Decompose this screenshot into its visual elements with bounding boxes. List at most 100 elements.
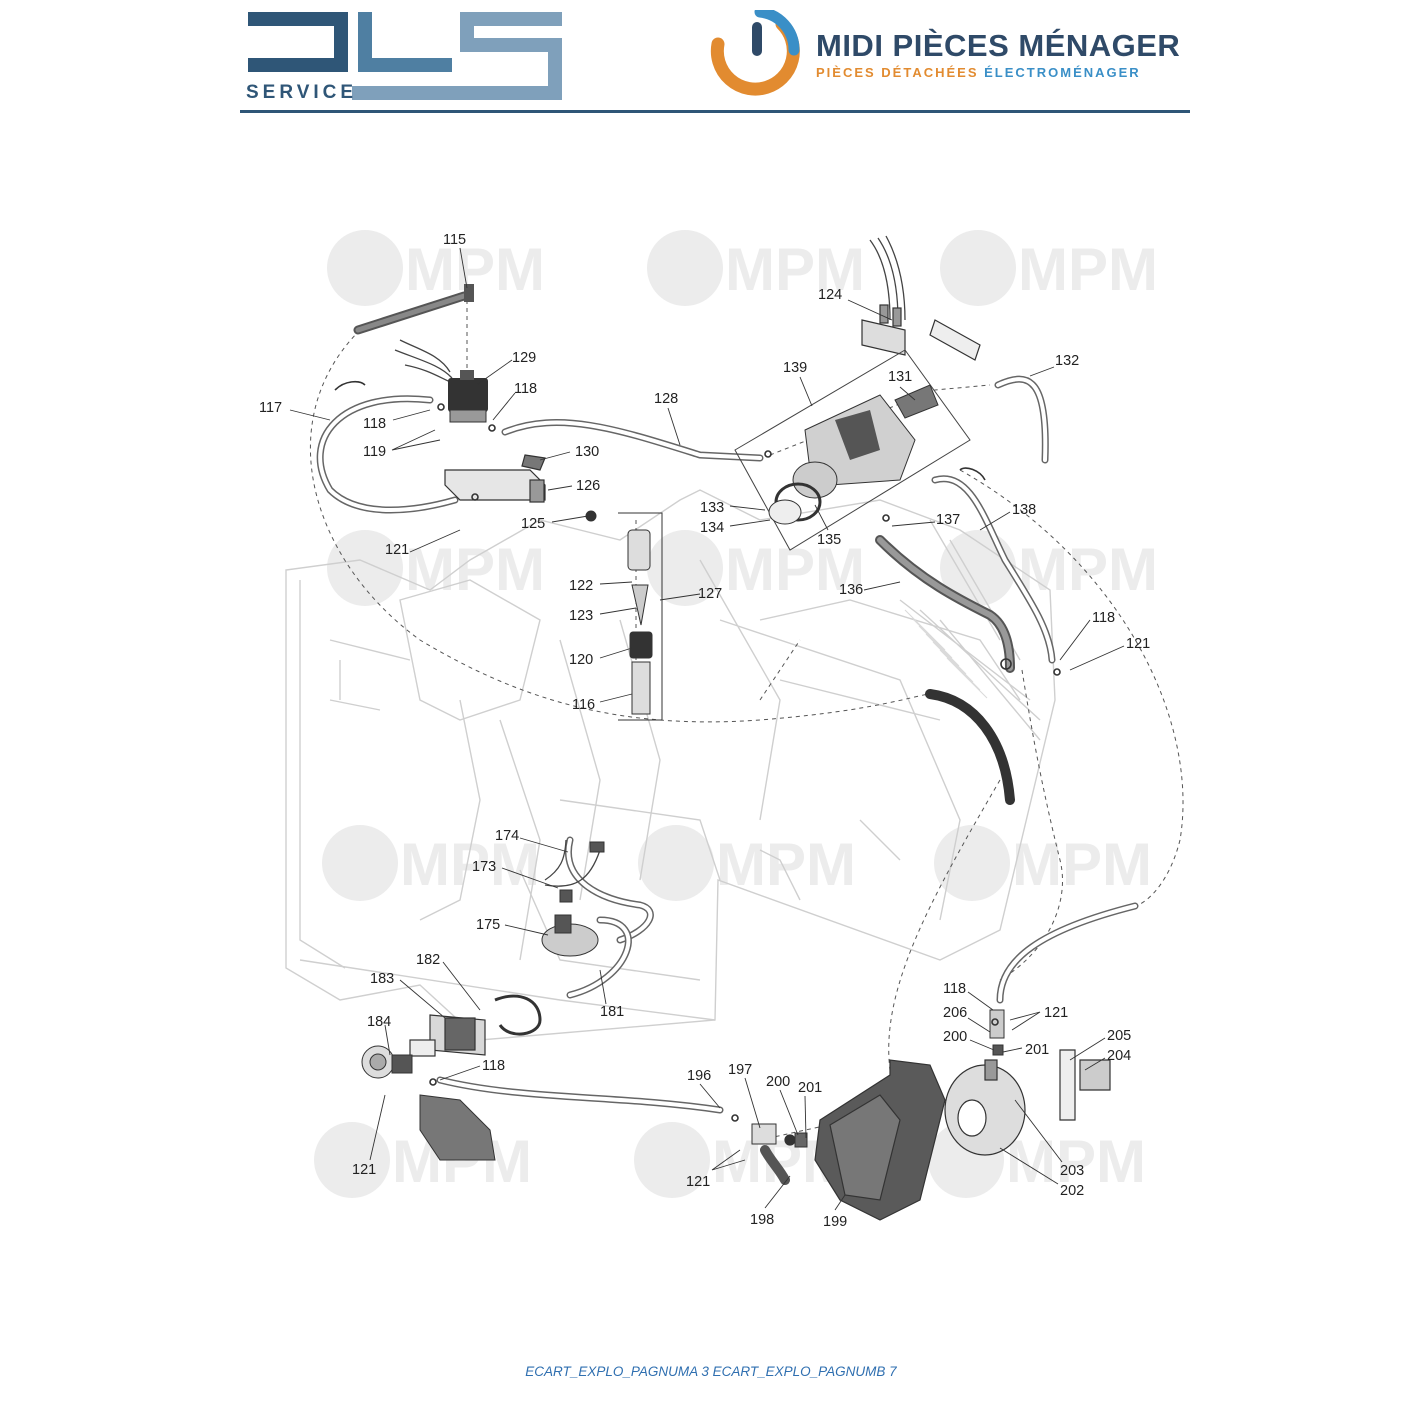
callout-127: 127 <box>698 586 722 602</box>
callout-131: 131 <box>888 369 912 385</box>
svg-text:MPM: MPM <box>716 831 856 898</box>
svg-text:MPM: MPM <box>1018 236 1158 303</box>
callout-182: 182 <box>416 952 440 968</box>
callout-199: 199 <box>823 1214 847 1230</box>
callout-118: 118 <box>482 1058 505 1074</box>
callout-labels: 115 129 118 117 118 119 128 124 139 131 … <box>259 232 1150 1230</box>
callout-121: 121 <box>385 542 409 558</box>
callout-137: 137 <box>936 512 960 528</box>
callout-202: 202 <box>1060 1183 1084 1199</box>
watermark-12: MPM <box>928 1122 1146 1198</box>
watermark-8: MPM <box>638 825 856 901</box>
callout-122: 122 <box>569 578 593 594</box>
callout-130: 130 <box>575 444 599 460</box>
callout-120: 120 <box>569 652 593 668</box>
callout-196: 196 <box>687 1068 711 1084</box>
callout-117: 117 <box>259 400 282 416</box>
callout-197: 197 <box>728 1062 752 1078</box>
part-197-connector <box>751 1123 808 1148</box>
svg-text:MPM: MPM <box>400 831 540 898</box>
callout-121: 121 <box>1044 1005 1068 1021</box>
watermark-7: MPM <box>322 825 540 901</box>
machine-ribs <box>904 609 988 699</box>
part-139-brew-unit-group <box>734 349 971 551</box>
callout-184: 184 <box>367 1014 391 1030</box>
callout-118: 118 <box>363 416 386 432</box>
callout-125: 125 <box>521 516 545 532</box>
callout-121: 121 <box>1126 636 1150 652</box>
mpm-title: MIDI PIÈCES MÉNAGER <box>816 28 1181 63</box>
wiring <box>394 235 906 887</box>
watermark-9: MPM <box>934 825 1152 901</box>
dls-logo <box>248 12 562 100</box>
clips-and-seals <box>334 380 1061 1122</box>
part-129-solenoid-valve <box>448 284 488 423</box>
watermark-2: MPM <box>647 230 865 306</box>
callout-136: 136 <box>839 582 863 598</box>
callout-118: 118 <box>943 981 966 997</box>
part-127-nozzle-group <box>585 510 663 721</box>
callout-139: 139 <box>783 360 807 376</box>
page-footer: ECART_EXPLO_PAGNUMA 3 ECART_EXPLO_PAGNUM… <box>525 1364 897 1379</box>
callout-201: 201 <box>798 1080 822 1096</box>
part-199-water-tank <box>784 1059 946 1221</box>
header: SERVICE MIDI PIÈCES MÉNAGER PIÈCES DÉTAC… <box>0 0 1422 120</box>
callout-205: 205 <box>1107 1028 1131 1044</box>
part-175-flowmeter <box>541 841 605 957</box>
header-divider <box>240 110 1190 113</box>
callout-118: 118 <box>1092 610 1115 626</box>
part-183-pump <box>409 994 542 1057</box>
machine-frame <box>285 489 1056 1041</box>
callout-181: 181 <box>600 1004 624 1020</box>
svg-text:MPM: MPM <box>1018 536 1158 603</box>
callout-138: 138 <box>1012 502 1036 518</box>
svg-text:MPM: MPM <box>1006 1128 1146 1195</box>
callout-118: 118 <box>514 381 537 397</box>
mpm-subtitle: PIÈCES DÉTACHÉES ÉLECTROMÉNAGER <box>816 65 1141 80</box>
dls-service-text: SERVICE <box>246 82 358 103</box>
part-202-boiler <box>944 1049 1111 1156</box>
part-184-valve <box>361 1045 496 1161</box>
watermark-1: MPM <box>327 230 545 306</box>
svg-text:MPM: MPM <box>405 236 545 303</box>
callout-119: 119 <box>363 444 386 460</box>
callout-126: 126 <box>576 478 600 494</box>
callout-198: 198 <box>750 1212 774 1228</box>
callout-123: 123 <box>569 608 593 624</box>
mpm-subtitle-a: PIÈCES DÉTACHÉES <box>816 65 979 80</box>
callout-129: 129 <box>512 350 536 366</box>
callout-132: 132 <box>1055 353 1079 369</box>
callout-124: 124 <box>818 287 842 303</box>
part-206-fitting <box>989 1009 1005 1056</box>
svg-text:MPM: MPM <box>725 236 865 303</box>
callout-183: 183 <box>370 971 394 987</box>
watermark-6: MPM <box>940 530 1158 606</box>
mpm-subtitle-b: ÉLECTROMÉNAGER <box>984 65 1141 80</box>
callout-135: 135 <box>817 532 841 548</box>
callout-200: 200 <box>766 1074 790 1090</box>
part-126-bracket <box>444 454 546 503</box>
callout-121: 121 <box>352 1162 376 1178</box>
watermark-3: MPM <box>940 230 1158 306</box>
callout-116: 116 <box>572 697 595 713</box>
callout-175: 175 <box>476 917 500 933</box>
callout-203: 203 <box>1060 1163 1084 1179</box>
part-124-sensor-board <box>861 304 981 361</box>
callout-121: 121 <box>686 1174 710 1190</box>
mpm-logo <box>710 10 800 96</box>
callout-174: 174 <box>495 828 519 844</box>
callout-115: 115 <box>443 232 466 248</box>
callout-206: 206 <box>943 1005 967 1021</box>
callout-173: 173 <box>472 859 496 875</box>
watermark-4: MPM <box>327 530 545 606</box>
callout-134: 134 <box>700 520 724 536</box>
leader-lines <box>289 247 1125 1211</box>
callout-133: 133 <box>700 500 724 516</box>
callout-204: 204 <box>1107 1048 1131 1064</box>
tubes <box>316 291 1139 1185</box>
svg-text:MPM: MPM <box>1012 831 1152 898</box>
callout-201: 201 <box>1025 1042 1049 1058</box>
callout-128: 128 <box>654 391 678 407</box>
callout-200: 200 <box>943 1029 967 1045</box>
